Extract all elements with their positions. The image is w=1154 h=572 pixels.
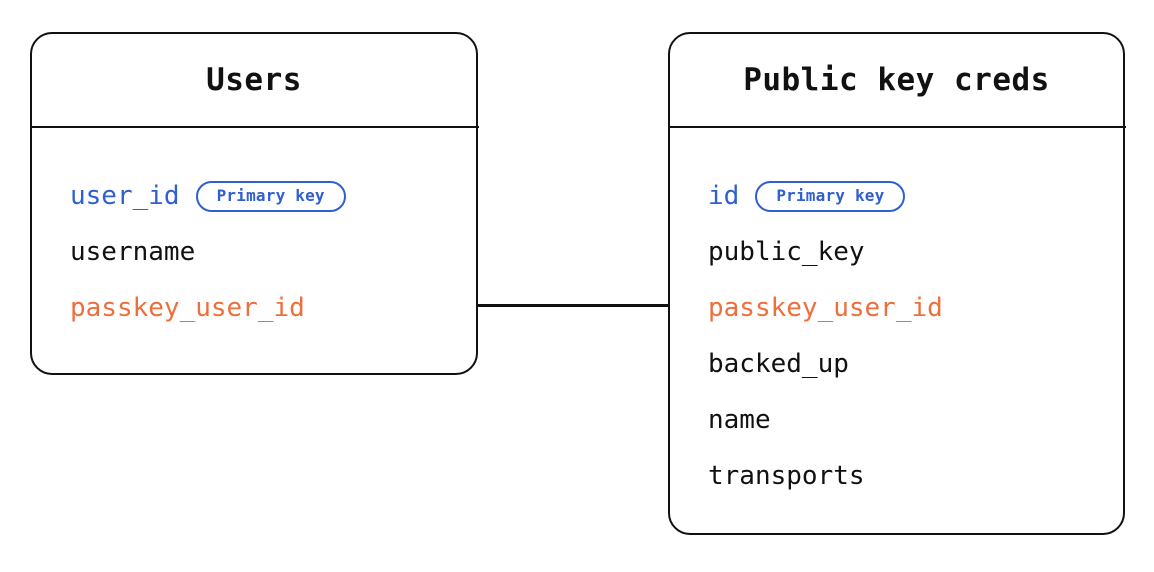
entity-users[interactable]: Users user_id Primary key username passk… <box>29 32 479 375</box>
field-name-id: id <box>708 181 740 211</box>
field-name-name: name <box>708 405 771 435</box>
field-row[interactable]: passkey_user_id <box>670 280 1123 336</box>
field-name-passkey-user-id: passkey_user_id <box>708 293 943 323</box>
field-row[interactable]: passkey_user_id <box>32 280 476 336</box>
field-name-public-key: public_key <box>708 237 865 267</box>
field-name-passkey-user-id: passkey_user_id <box>70 293 305 323</box>
entity-field-list-public-key-creds: id Primary key public_key passkey_user_i… <box>670 126 1123 533</box>
field-name-transports: transports <box>708 461 865 491</box>
field-row[interactable]: backed_up <box>670 336 1123 392</box>
primary-key-badge: Primary key <box>195 180 346 212</box>
field-row[interactable]: public_key <box>670 224 1123 280</box>
field-row[interactable]: user_id Primary key <box>32 168 476 224</box>
entity-title-public-key-creds: Public key creds <box>743 62 1050 98</box>
entity-field-list-users: user_id Primary key username passkey_use… <box>32 126 476 373</box>
field-row[interactable]: name <box>670 392 1123 448</box>
field-row[interactable]: transports <box>670 448 1123 504</box>
entity-header-divider <box>667 126 1126 128</box>
entity-header-divider <box>29 126 479 128</box>
field-row[interactable]: id Primary key <box>670 168 1123 224</box>
entity-title-users: Users <box>206 62 302 98</box>
primary-key-badge: Primary key <box>755 180 906 212</box>
field-row[interactable]: username <box>32 224 476 280</box>
field-name-user-id: user_id <box>70 181 180 211</box>
relationship-connector-line <box>476 304 670 307</box>
field-name-username: username <box>70 237 196 267</box>
entity-public-key-creds[interactable]: Public key creds id Primary key public_k… <box>667 32 1126 535</box>
field-name-backed-up: backed_up <box>708 349 849 379</box>
